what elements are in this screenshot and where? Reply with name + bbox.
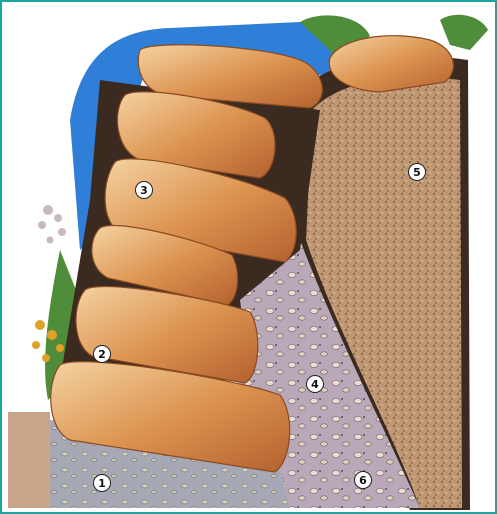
background-wall xyxy=(8,412,50,508)
marker-3: 3 xyxy=(135,181,153,199)
marker-5: 5 xyxy=(408,163,426,181)
marker-1: 1 xyxy=(93,474,111,492)
marker-4: 4 xyxy=(306,375,324,393)
marker-2: 2 xyxy=(93,345,111,363)
marker-6: 6 xyxy=(354,471,372,489)
